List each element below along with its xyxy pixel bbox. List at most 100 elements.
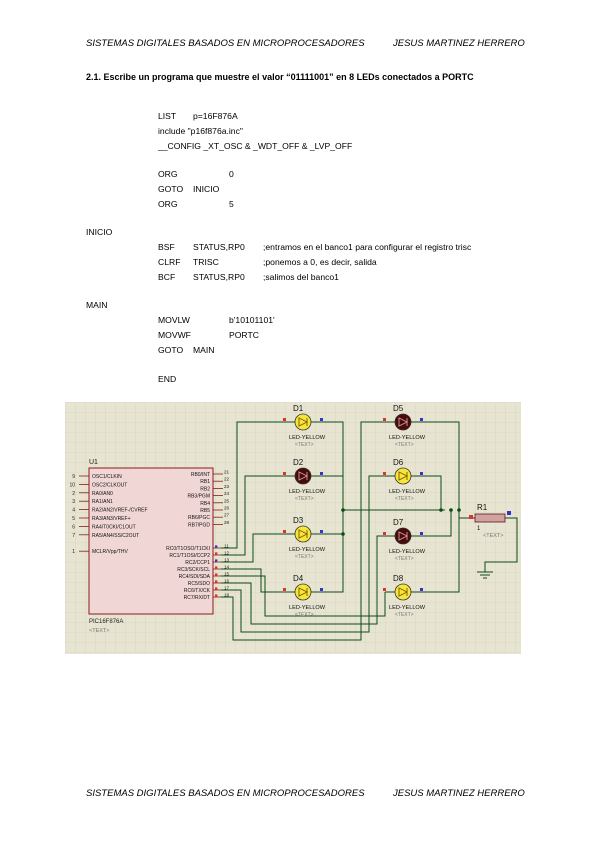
code-arg: MAIN bbox=[193, 345, 215, 355]
pin-marker bbox=[320, 472, 323, 475]
led-body bbox=[294, 467, 312, 485]
resistor-text: <TEXT> bbox=[483, 533, 503, 539]
pin-marker bbox=[215, 573, 218, 576]
chip-text: <TEXT> bbox=[89, 628, 109, 634]
led-text: <TEXT> bbox=[395, 612, 414, 618]
led-text: <TEXT> bbox=[395, 496, 414, 502]
pin-marker bbox=[215, 545, 218, 548]
chip-pin-label: RB4 bbox=[200, 501, 210, 507]
header-left: SISTEMAS DIGITALES BASADOS EN MICROPROCE… bbox=[86, 38, 365, 49]
chip-pin-label: RC6/TX/CK bbox=[184, 588, 211, 594]
chip-pin-number: 26 bbox=[224, 506, 230, 511]
led-ref: D8 bbox=[393, 574, 404, 583]
chip-pin-number: 18 bbox=[224, 593, 230, 598]
chip-pin-number: 25 bbox=[224, 498, 230, 503]
pin-marker bbox=[383, 472, 386, 475]
pin-marker bbox=[283, 418, 286, 421]
diode-icon bbox=[298, 471, 309, 481]
wire bbox=[421, 475, 442, 510]
pin-marker bbox=[383, 418, 386, 421]
junctions bbox=[341, 508, 461, 536]
pin-marker bbox=[215, 559, 218, 562]
led-label: LED-YELLOW bbox=[289, 547, 326, 553]
code-op: GOTO bbox=[158, 184, 184, 194]
pin-marker bbox=[383, 532, 386, 535]
header-right: JESUS MARTINEZ HERRERO bbox=[393, 38, 525, 49]
led-text: <TEXT> bbox=[295, 554, 314, 560]
chip-pin-number: 5 bbox=[72, 516, 75, 522]
led-label: LED-YELLOW bbox=[289, 435, 326, 441]
chip-pin-number: 28 bbox=[224, 520, 230, 525]
led-ref: D5 bbox=[393, 404, 404, 413]
diode-icon bbox=[298, 529, 309, 539]
code-label: INICIO bbox=[86, 227, 113, 237]
wire bbox=[321, 421, 445, 511]
chip-pin-number: 23 bbox=[224, 484, 230, 489]
code-arg: PORTC bbox=[229, 330, 259, 340]
chip-pin-label: RA4/T0CKI/C1OUT bbox=[92, 524, 136, 530]
led-body bbox=[394, 527, 412, 545]
pin-marker bbox=[469, 515, 473, 519]
exercise-title: 2.1. Escribe un programa que muestre el … bbox=[86, 72, 474, 82]
chip-pin-number: 13 bbox=[224, 558, 230, 563]
resistor-value: 1 bbox=[477, 526, 481, 532]
diode-icon bbox=[298, 417, 309, 427]
code-op: GOTO bbox=[158, 345, 184, 355]
chip-pin-number: 2 bbox=[72, 491, 75, 497]
chip-pin-number: 24 bbox=[224, 491, 230, 496]
led-label: LED-YELLOW bbox=[389, 435, 426, 441]
ground-symbol bbox=[477, 571, 493, 579]
chip-pin-label: MCLR/Vpp/THV bbox=[92, 549, 129, 555]
resistor-ref: R1 bbox=[477, 503, 488, 512]
chip-pin-number: 3 bbox=[72, 499, 75, 505]
code-arg: INICIO bbox=[193, 184, 220, 194]
pin-marker bbox=[320, 530, 323, 533]
code-op: BSF bbox=[158, 242, 175, 252]
led-text: <TEXT> bbox=[295, 442, 314, 448]
wire bbox=[221, 575, 386, 617]
chip-pin-number: 6 bbox=[72, 524, 75, 530]
wire bbox=[221, 421, 385, 641]
pin-marker bbox=[215, 552, 218, 555]
led-body bbox=[394, 583, 412, 601]
wire bbox=[421, 510, 460, 593]
led-label: LED-YELLOW bbox=[389, 549, 426, 555]
pin-marker bbox=[507, 511, 511, 515]
diode-icon bbox=[398, 587, 409, 597]
chip-part: PIC16F876A bbox=[89, 619, 123, 625]
code-line: __CONFIG _XT_OSC & _WDT_OFF & _LVP_OFF bbox=[158, 141, 353, 151]
code-op: MOVWF bbox=[158, 330, 191, 340]
footer-left: SISTEMAS DIGITALES BASADOS EN MICROPROCE… bbox=[86, 788, 365, 799]
chip-pin-label: RB3/PGM bbox=[187, 494, 210, 500]
led-ref: D7 bbox=[393, 518, 404, 527]
chip-pin-label: RC3/SCK/SCL bbox=[177, 567, 210, 573]
chip-pin-number: 15 bbox=[224, 572, 230, 577]
chip-pin-label: RC0/T1OSO/T1CKI bbox=[166, 546, 210, 552]
led-label: LED-YELLOW bbox=[389, 605, 426, 611]
code-comment: ;ponemos a 0, es decir, salida bbox=[263, 257, 377, 267]
code-arg: TRISC bbox=[193, 257, 219, 267]
led-ref: D1 bbox=[293, 404, 304, 413]
resistor-r1: R1 1 <TEXT> bbox=[469, 503, 511, 539]
chip-pin-number: 21 bbox=[224, 470, 230, 475]
pin-marker bbox=[420, 588, 423, 591]
chip-pin-label: RA1/AN1 bbox=[92, 499, 113, 505]
wire bbox=[484, 517, 518, 572]
led-body bbox=[394, 467, 412, 485]
chip-pin-number: 10 bbox=[69, 482, 75, 488]
code-comment: ;entramos en el banco1 para configurar e… bbox=[263, 242, 472, 252]
chip-pin-label: RA0/AN0 bbox=[92, 491, 113, 497]
code-op: CLRF bbox=[158, 257, 181, 267]
code-op: MOVLW bbox=[158, 315, 190, 325]
pin-marker bbox=[215, 580, 218, 583]
code-op: BCF bbox=[158, 272, 176, 282]
code-arg: STATUS,RP0 bbox=[193, 242, 245, 252]
led-label: LED-YELLOW bbox=[389, 489, 426, 495]
chip-pin-label: RB1 bbox=[200, 479, 210, 485]
diode-icon bbox=[398, 531, 409, 541]
